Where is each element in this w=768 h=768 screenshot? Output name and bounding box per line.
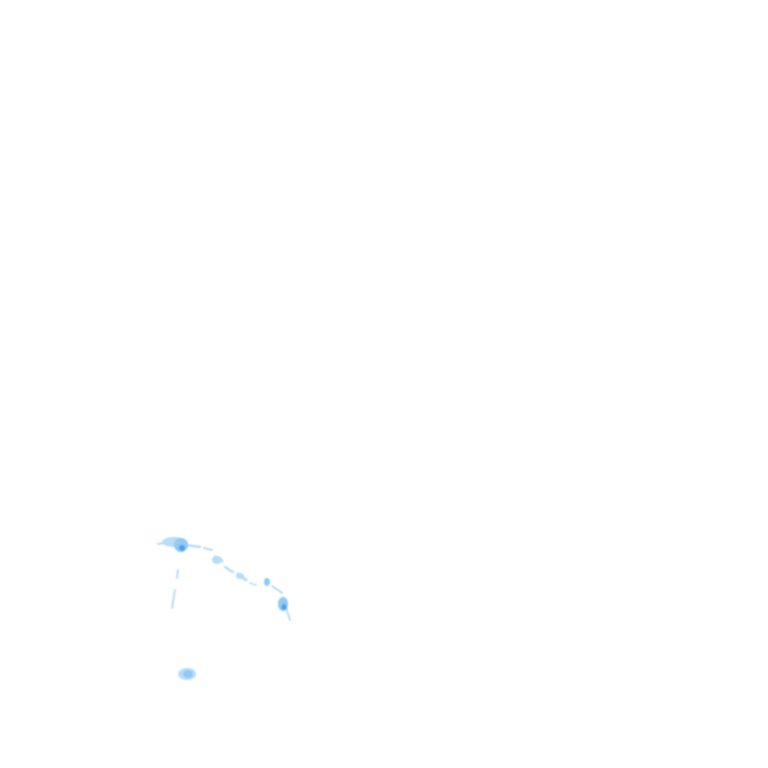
trace-segment	[249, 582, 257, 586]
trace-blob	[264, 578, 270, 586]
trace-segment	[176, 569, 179, 579]
trace-blobs	[162, 537, 288, 680]
trace-line-segments	[157, 541, 291, 621]
trace-segment	[285, 607, 291, 621]
trace-blob	[212, 556, 222, 564]
trace-blob	[281, 604, 287, 610]
trace-blob	[179, 545, 185, 551]
trace-segment	[223, 565, 235, 574]
trace-segment	[271, 585, 283, 594]
trace-blob	[236, 573, 244, 579]
trace-blob	[183, 670, 193, 678]
trace-segment	[184, 543, 202, 549]
trace-segment	[171, 589, 176, 609]
trace-segment	[203, 547, 213, 551]
